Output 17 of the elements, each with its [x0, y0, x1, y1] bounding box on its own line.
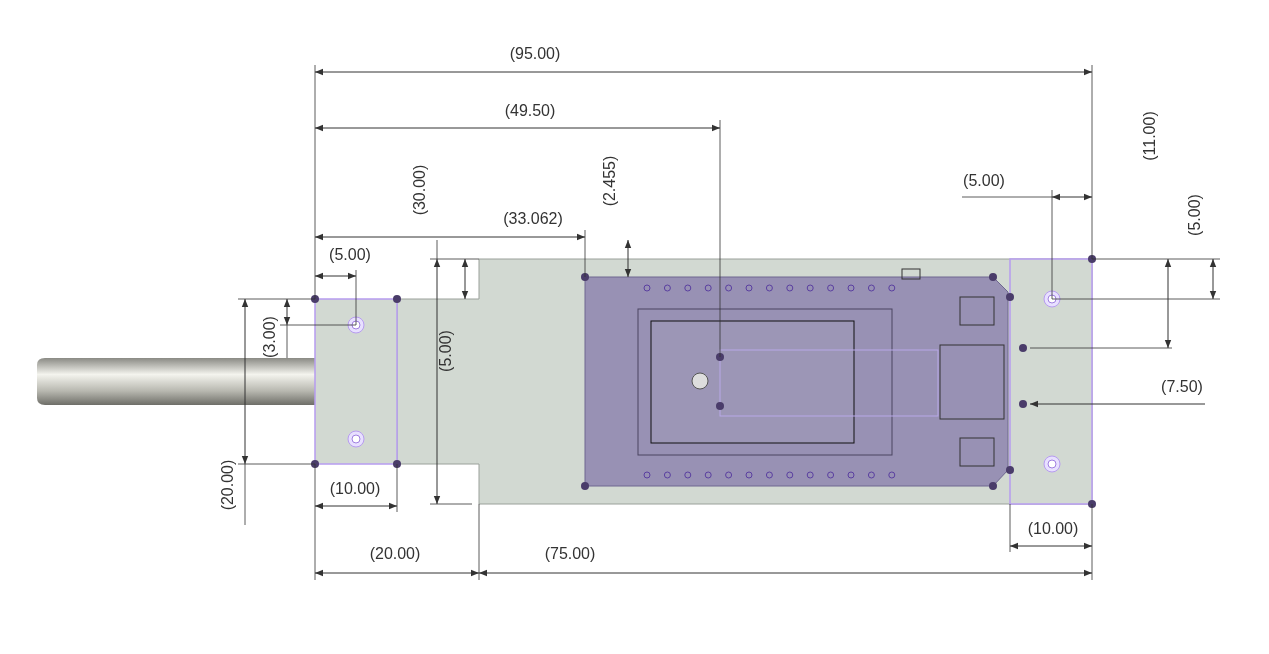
dimension-text: (10.00) — [329, 481, 381, 497]
dimension-text: (75.00) — [544, 546, 596, 562]
dimension-text: (2.455) — [602, 155, 618, 207]
dimension-text: (20.00) — [369, 546, 421, 562]
dimension-text: (7.50) — [1161, 379, 1203, 395]
dimension-text: (5.00) — [438, 330, 454, 372]
dimension-text: (95.00) — [509, 46, 561, 62]
dimension-text: (10.00) — [1027, 521, 1079, 537]
dimension-text: (5.00) — [963, 173, 1005, 189]
dimension-text: (33.062) — [503, 211, 563, 227]
dimension-text: (11.00) — [1142, 111, 1158, 161]
dimension-text: (30.00) — [412, 164, 428, 216]
dimension-text: (20.00) — [220, 459, 236, 511]
dimension-text: (49.50) — [504, 103, 556, 119]
dimension-text: (5.00) — [1187, 194, 1203, 236]
dimension-text: (5.00) — [329, 247, 371, 263]
dimension-text: (3.00) — [262, 316, 278, 358]
